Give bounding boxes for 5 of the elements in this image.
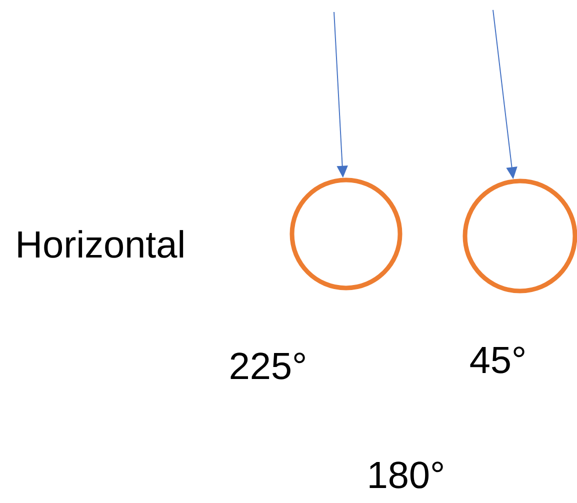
circle: [290, 178, 402, 290]
label: 180°: [370, 462, 443, 488]
label: 45°: [470, 346, 524, 374]
label: 225°: [230, 352, 305, 380]
label: Horizontal: [18, 230, 184, 258]
